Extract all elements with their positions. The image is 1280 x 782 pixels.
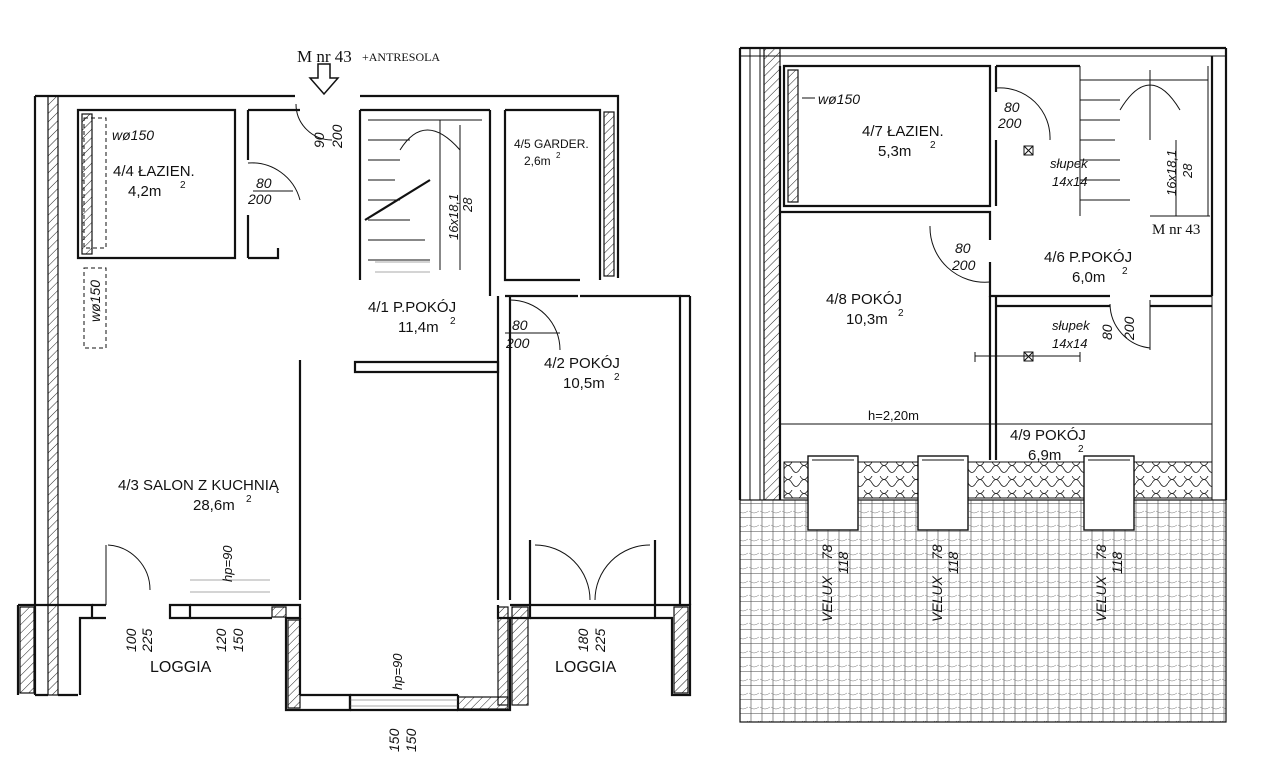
entrance-suffix: +ANTRESOLA	[362, 50, 440, 64]
door-dim-bottom: 200	[505, 335, 530, 351]
room-area-unit: 2	[614, 372, 620, 383]
door-dim-top: 80	[1099, 324, 1115, 340]
entrance-label: M nr 43	[297, 47, 352, 66]
velux-dim-top: 78	[819, 544, 835, 560]
room-name: 4/6 P.POKÓJ	[1044, 249, 1132, 266]
loggia-label: LOGGIA	[150, 659, 212, 676]
room-area: 2,6m	[524, 154, 551, 168]
post-name: słupek	[1050, 156, 1089, 171]
room-area: 10,5m	[563, 375, 605, 392]
door-dim-top: 80	[1004, 99, 1020, 115]
room-door[interactable]	[1109, 300, 1151, 350]
bathroom-door[interactable]	[247, 162, 301, 201]
door-dim-bottom: 200	[1121, 316, 1137, 341]
room-name: 4/4 ŁAZIEN.	[113, 163, 195, 180]
post-name: słupek	[1052, 318, 1091, 333]
room-area-unit: 2	[556, 151, 561, 160]
room-area: 6,0m	[1072, 269, 1105, 286]
window-dim-top: 150	[386, 728, 402, 752]
mezzanine-plan: wø150 16x18,1 28 M nr 43 słupek 14x14 sł…	[738, 46, 1228, 723]
window-dim-bottom: 150	[230, 628, 246, 652]
room-name: 4/8 POKÓJ	[826, 291, 902, 308]
velux-dim-top: 78	[929, 544, 945, 560]
room-area-unit: 2	[180, 180, 186, 191]
window-dim-bottom: 150	[403, 728, 419, 752]
room-area: 4,2m	[128, 183, 161, 200]
vent-label: wø150	[818, 91, 860, 107]
room-area-unit: 2	[930, 140, 936, 151]
velux-name: VELUX	[819, 575, 835, 622]
window-dim-top: 100	[123, 628, 139, 652]
room-area-unit: 2	[1122, 266, 1128, 277]
window-dim-bottom: 225	[592, 628, 608, 653]
door-dim-bottom: 200	[997, 115, 1022, 131]
height-note: h=2,20m	[868, 408, 919, 423]
stairs-dim-bottom: 28	[1180, 163, 1195, 179]
interior-walls	[76, 108, 615, 600]
door-dim-bottom: 200	[951, 257, 976, 273]
velux-name: VELUX	[929, 575, 945, 622]
room-area-unit: 2	[1078, 444, 1084, 455]
staircase	[1079, 66, 1209, 216]
post-icon	[1023, 145, 1034, 156]
entrance-arrow-icon	[308, 63, 340, 96]
velux-windows	[807, 455, 1135, 531]
room-name: 4/2 POKÓJ	[544, 355, 620, 372]
window-dim-top: 120	[213, 628, 229, 652]
window-dim-bottom: 225	[139, 628, 155, 653]
vent-label: wø150	[87, 280, 103, 322]
window-sill-height: hp=90	[390, 653, 405, 690]
room-name: 4/1 P.POKÓJ	[368, 299, 456, 316]
bathroom-door[interactable]	[995, 87, 1051, 141]
window-markers	[190, 579, 458, 707]
post-size: 14x14	[1052, 336, 1087, 351]
room-area: 6,9m	[1028, 447, 1061, 464]
room-door[interactable]	[929, 225, 991, 283]
window-sill-height: hp=90	[220, 545, 235, 582]
door-dim-top: 80	[955, 240, 971, 256]
room-area: 28,6m	[193, 497, 235, 514]
room-area-unit: 2	[898, 308, 904, 319]
loggia-label: LOGGIA	[555, 659, 617, 676]
room-name: 4/5 GARDER.	[514, 137, 589, 151]
room-name: 4/7 ŁAZIEN.	[862, 123, 944, 140]
mezzanine-label: M nr 43	[1152, 222, 1200, 238]
door-dim-top: 80	[256, 175, 272, 191]
stairs-dim-top: 16x18,1	[446, 194, 461, 240]
staircase	[364, 119, 482, 273]
room-door[interactable]	[509, 299, 561, 351]
room-name: 4/9 POKÓJ	[1010, 427, 1086, 444]
velux-dim-bottom: 118	[1109, 551, 1125, 574]
ground-floor-plan: M nr 43 +ANTRESOLA	[16, 47, 692, 752]
post-size: 14x14	[1052, 174, 1087, 189]
room-area-unit: 2	[450, 316, 456, 327]
room-name: 4/3 SALON Z KUCHNIĄ	[118, 477, 280, 494]
entrance-door[interactable]	[295, 103, 333, 141]
door-dim-top: 90	[311, 132, 327, 148]
roof-tiles	[739, 499, 1227, 723]
room-area: 5,3m	[878, 143, 911, 160]
vent-label: wø150	[112, 127, 154, 143]
velux-dim-top: 78	[1093, 544, 1109, 560]
stairs-dim-top: 16x18,1	[1164, 150, 1179, 196]
door-dim-bottom: 200	[329, 124, 345, 149]
window-dim-top: 180	[575, 628, 591, 652]
velux-dim-bottom: 118	[945, 551, 961, 574]
room-area: 11,4m	[398, 319, 439, 336]
room-area-unit: 2	[246, 494, 252, 505]
door-dim-bottom: 200	[247, 191, 272, 207]
stairs-dim-bottom: 28	[460, 197, 475, 213]
door-dim-top: 80	[512, 317, 528, 333]
outer-walls	[16, 94, 692, 712]
velux-name: VELUX	[1093, 575, 1109, 622]
velux-dim-bottom: 118	[835, 551, 851, 574]
room-area: 10,3m	[846, 311, 888, 328]
